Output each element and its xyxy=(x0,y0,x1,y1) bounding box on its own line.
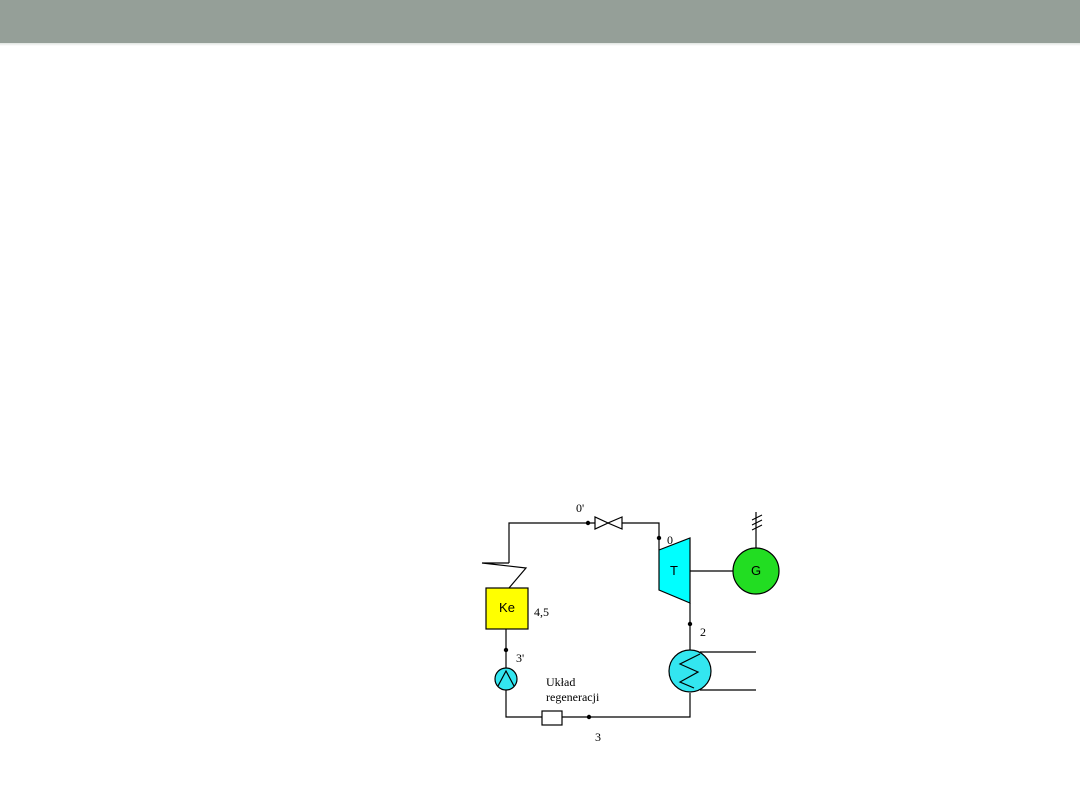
valve-icon xyxy=(594,516,623,530)
point-45-label: 4,5 xyxy=(534,605,549,619)
point-0prime-dot xyxy=(585,520,591,526)
point-0prime-label: 0' xyxy=(576,501,584,515)
condenser-block xyxy=(668,649,712,693)
regeneration-box xyxy=(541,710,563,726)
point-2-dot xyxy=(687,621,693,627)
pipe-top-right xyxy=(622,522,660,550)
pump-block xyxy=(494,667,518,691)
condenser-coil-icon xyxy=(678,653,701,689)
pipe-pump-bottom xyxy=(505,690,542,718)
turbine-label: T xyxy=(670,563,678,578)
ground-symbol xyxy=(751,514,763,531)
point-3-label: 3 xyxy=(595,730,601,744)
state-points xyxy=(503,520,693,720)
boiler-block xyxy=(485,587,529,630)
point-2-label: 2 xyxy=(700,625,706,639)
title-band-shadow xyxy=(0,43,1080,46)
point-0-label: 0 xyxy=(667,533,673,547)
generator-block xyxy=(732,547,780,595)
turbine-block xyxy=(658,537,691,604)
regeneration-label-line2: regeneracji xyxy=(546,690,600,704)
pipe-bottom-right xyxy=(562,693,691,718)
title-band xyxy=(0,0,1080,43)
superheater-coil xyxy=(481,562,528,589)
point-3prime-dot xyxy=(503,647,509,653)
point-3-dot xyxy=(586,714,592,720)
point-0-dot xyxy=(656,535,662,541)
pipe-top-left xyxy=(508,522,595,563)
point-3prime-label: 3' xyxy=(516,651,524,665)
boiler-label: Ke xyxy=(499,600,515,615)
pump-icon xyxy=(497,669,515,687)
regeneration-label-line1: Układ xyxy=(546,675,575,689)
generator-label: G xyxy=(751,563,761,578)
